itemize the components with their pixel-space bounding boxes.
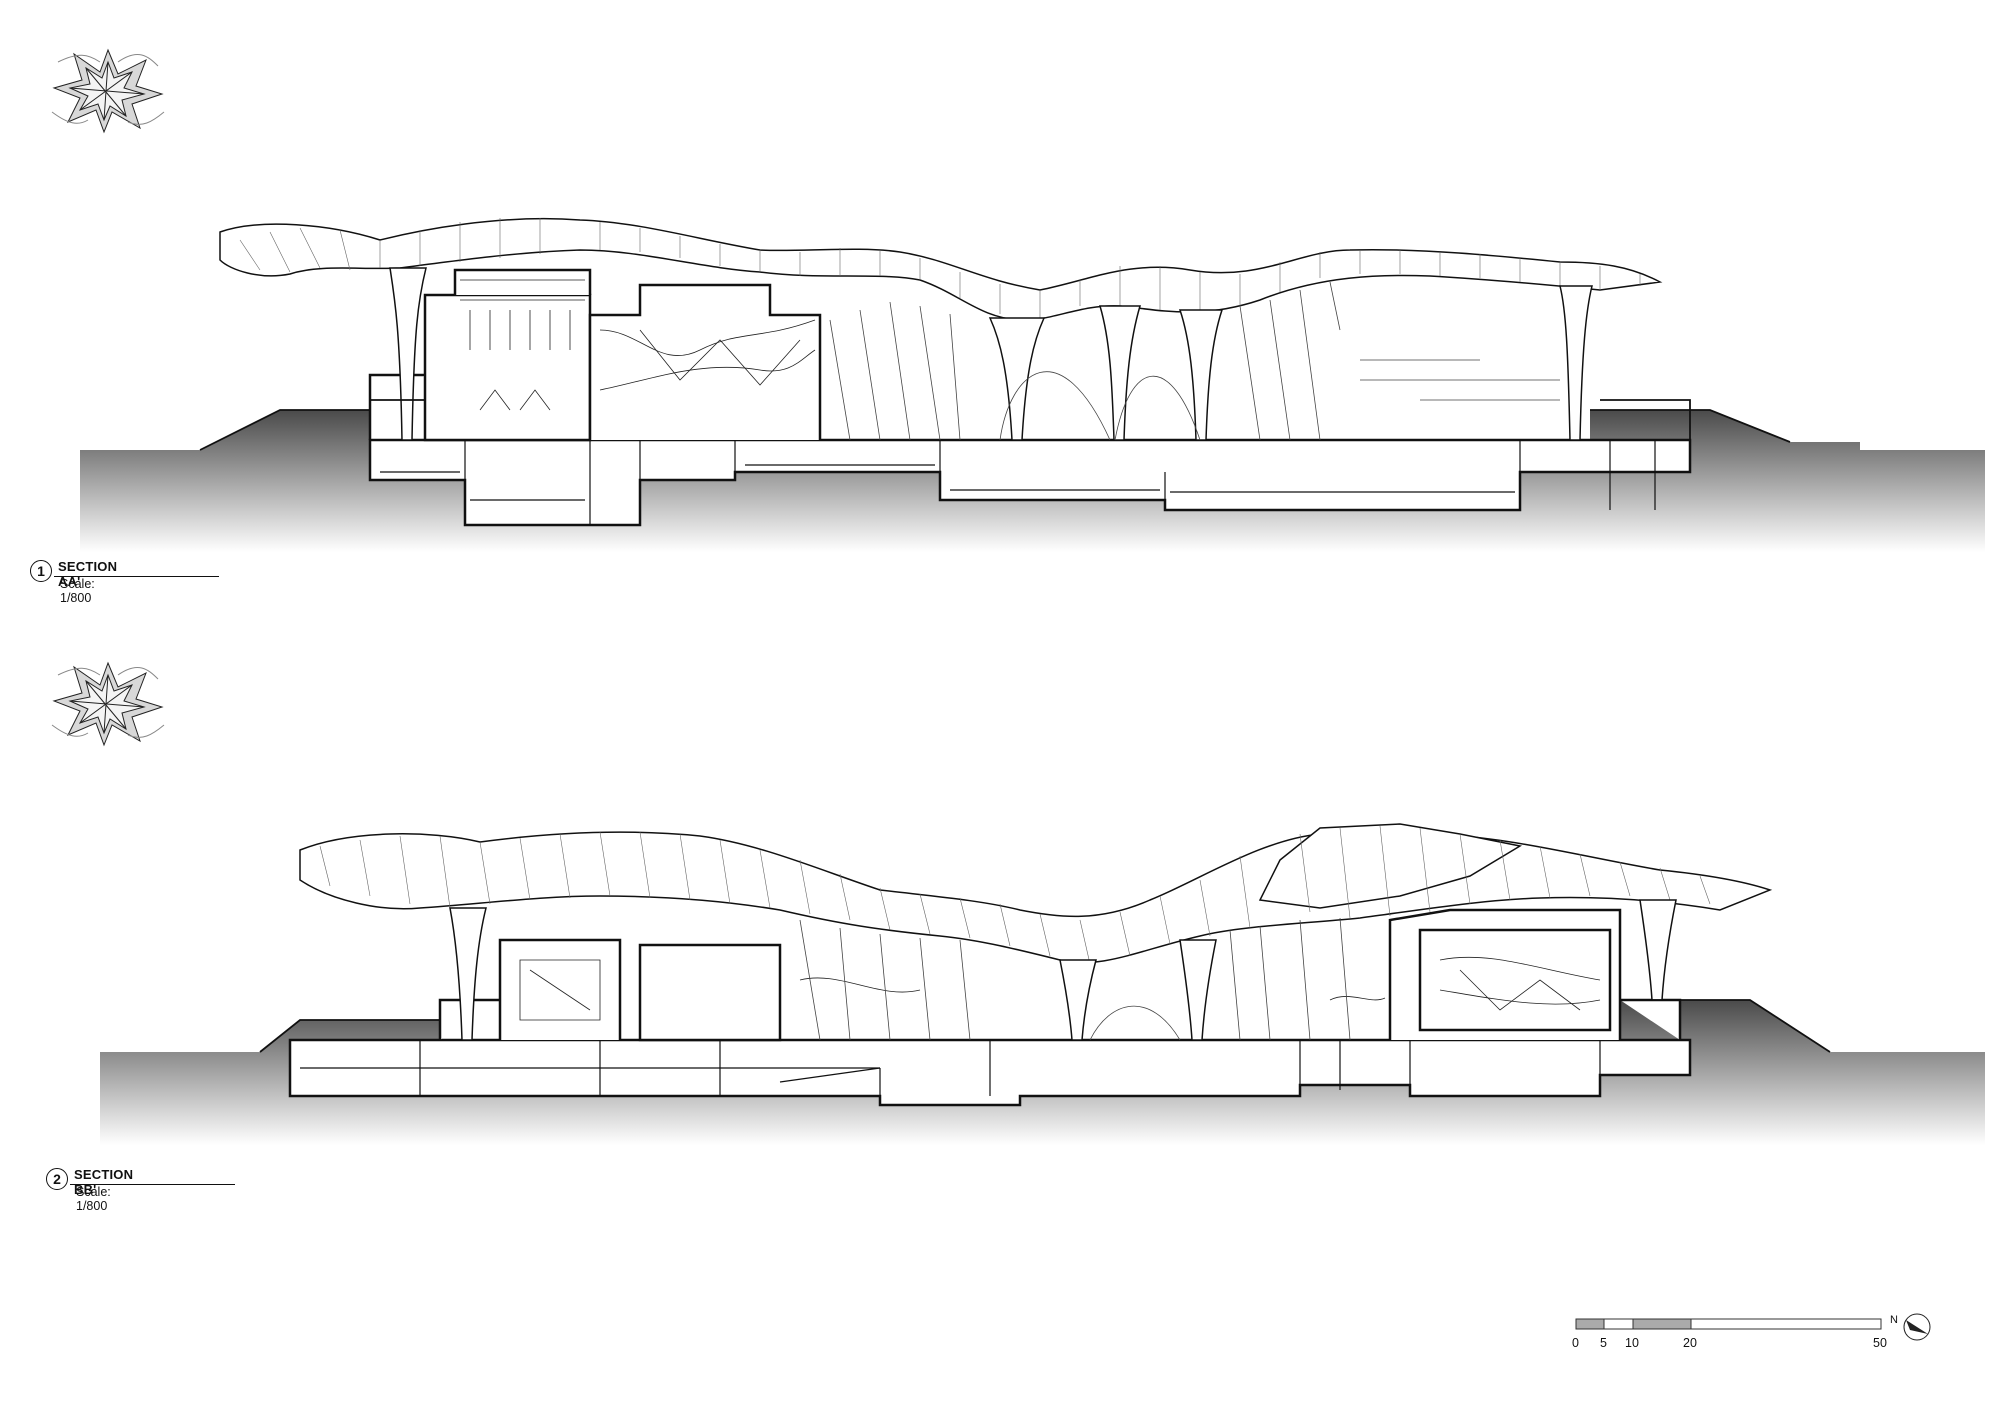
tree-column [389,267,427,441]
section-number: 1 [30,560,52,582]
scale-tick-label: 0 [1572,1336,1579,1350]
scale-bar-graphic [1575,1318,1882,1330]
north-arrow: N [1880,1308,1940,1348]
keyplan-flower-icon [51,661,165,747]
section-bb-drawing [100,823,1985,1145]
section-scale: Scale: 1/800 [76,1185,111,1213]
keyplan-flower-icon [51,48,165,134]
title-underline [54,576,219,577]
theatre-block [423,293,592,442]
hall-block [638,943,782,1042]
scale-tick-label: 20 [1683,1336,1697,1350]
north-label: N [1890,1314,1898,1326]
section-title: SECTION BB' [74,1167,134,1197]
title-underline [70,1184,235,1185]
tree-column [449,907,487,1041]
section-aa-drawing [80,217,1985,552]
section-number: 2 [46,1168,68,1190]
scale-tick-label: 10 [1625,1336,1639,1350]
scale-bar: 0 5 10 20 50 [1572,1318,1935,1378]
scale-tick-label: 5 [1600,1336,1607,1350]
scale-tick-label: 50 [1873,1336,1887,1350]
section-scale: Scale: 1/800 [60,577,95,605]
north-arrow-icon [1903,1313,1931,1341]
section-title: SECTION AA' [58,559,118,589]
